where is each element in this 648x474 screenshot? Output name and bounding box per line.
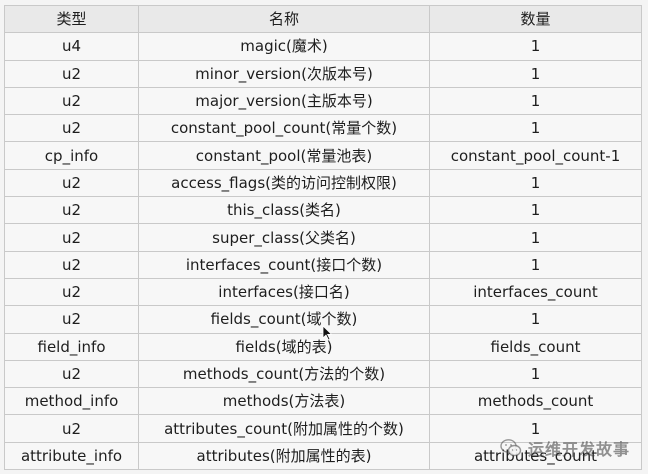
cell-count: fields_count: [429, 332, 642, 361]
table-header-row: 类型 名称 数量: [4, 4, 642, 34]
cell-name: fields(域的表): [138, 332, 430, 361]
cell-count: methods_count: [429, 387, 642, 416]
cell-type: u4: [4, 32, 139, 61]
cell-type: u2: [4, 359, 139, 389]
cell-type: u2: [4, 250, 139, 279]
cell-count: interfaces_count: [429, 277, 642, 307]
cell-count: constant_pool_count-1: [429, 141, 642, 170]
cell-name: magic(魔术): [138, 32, 430, 61]
cell-name: interfaces(接口名): [138, 277, 430, 307]
wechat-icon: [500, 439, 522, 457]
cell-type: u2: [4, 168, 139, 198]
cell-count: 1: [429, 168, 642, 198]
watermark-text: 运维开发故事: [528, 440, 631, 459]
cell-name: access_flags(类的访问控制权限): [138, 168, 430, 198]
cell-count: 1: [429, 305, 642, 334]
header-type: 类型: [4, 4, 139, 34]
mouse-pointer-icon: [322, 325, 332, 341]
cell-name: major_version(主版本号): [138, 86, 430, 116]
cell-type: u2: [4, 86, 139, 116]
cell-type: attribute_info: [4, 441, 139, 471]
cell-name: methods_count(方法的个数): [138, 359, 430, 389]
cell-type: u2: [4, 277, 139, 307]
cell-type: u2: [4, 59, 139, 88]
cell-count: 1: [429, 114, 642, 143]
cell-count: 1: [429, 359, 642, 389]
cell-count: 1: [429, 196, 642, 225]
cell-type: method_info: [4, 387, 139, 416]
cell-count: 1: [429, 86, 642, 116]
cell-name: methods(方法表): [138, 387, 430, 416]
cell-count: attributes_count: [429, 441, 642, 471]
header-count: 数量: [429, 4, 642, 34]
cell-name: constant_pool(常量池表): [138, 141, 430, 170]
cell-count: 1: [429, 59, 642, 88]
cell-count: 1: [429, 32, 642, 61]
cell-count: 1: [429, 414, 642, 443]
cell-name: interfaces_count(接口个数): [138, 250, 430, 279]
cell-type: u2: [4, 305, 139, 334]
watermark: 运维开发故事: [500, 434, 630, 462]
cell-name: attributes_count(附加属性的个数): [138, 414, 430, 443]
cell-count: 1: [429, 250, 642, 279]
cell-type: u2: [4, 196, 139, 225]
cell-type: cp_info: [4, 141, 139, 170]
cell-type: u2: [4, 414, 139, 443]
cell-count: 1: [429, 223, 642, 252]
header-name: 名称: [138, 4, 430, 34]
cell-name: attributes(附加属性的表): [138, 441, 430, 471]
cell-name: minor_version(次版本号): [138, 59, 430, 88]
cell-name: constant_pool_count(常量个数): [138, 114, 430, 143]
cell-name: fields_count(域个数): [138, 305, 430, 334]
cell-name: this_class(类名): [138, 196, 430, 225]
cell-type: u2: [4, 114, 139, 143]
cell-type: u2: [4, 223, 139, 252]
cell-type: field_info: [4, 332, 139, 361]
cell-name: super_class(父类名): [138, 223, 430, 252]
